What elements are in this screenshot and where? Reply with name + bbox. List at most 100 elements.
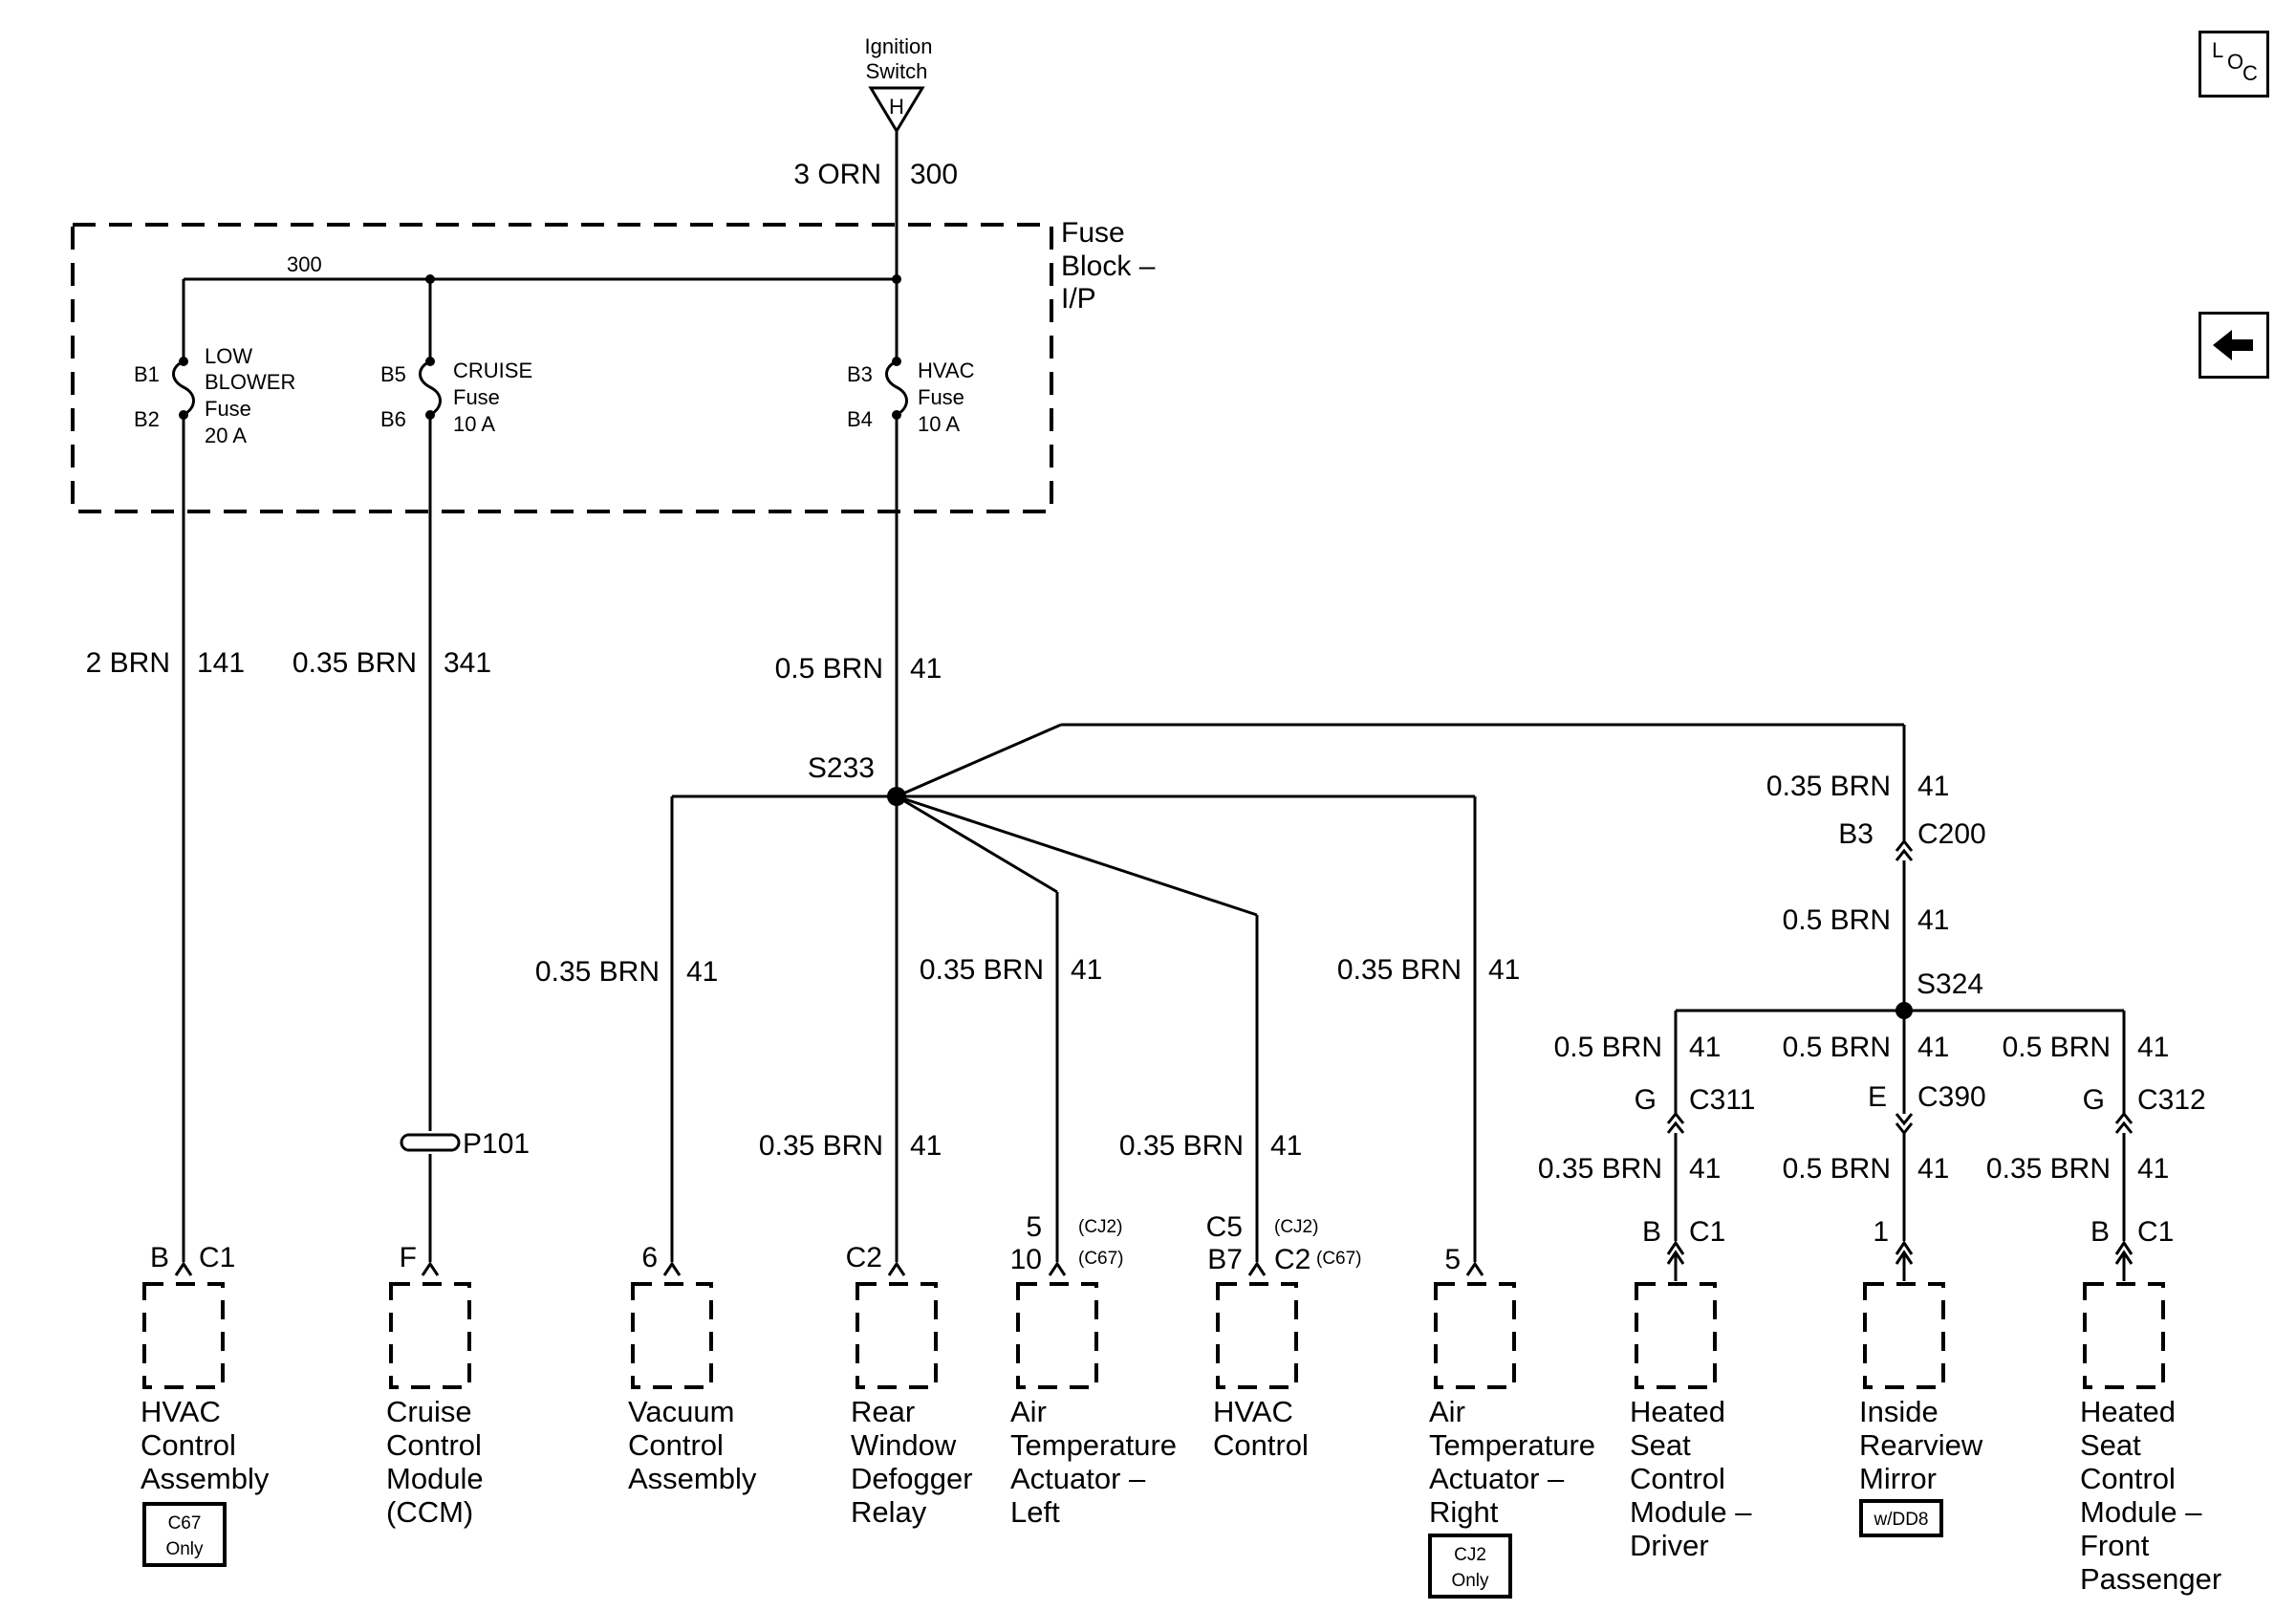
svg-text:Seat: Seat	[2080, 1428, 2141, 1462]
svg-text:0.35 BRN: 0.35 BRN	[1119, 1130, 1244, 1162]
svg-text:Control: Control	[628, 1428, 724, 1462]
svg-text:1: 1	[1873, 1216, 1889, 1248]
svg-text:Control: Control	[386, 1428, 482, 1462]
svg-text:C1: C1	[1689, 1216, 1725, 1248]
svg-text:41: 41	[1917, 1153, 1949, 1185]
svg-text:C2: C2	[1274, 1244, 1310, 1275]
svg-text:0.5 BRN: 0.5 BRN	[775, 653, 883, 685]
svg-text:(CJ2): (CJ2)	[1078, 1217, 1122, 1237]
fuse-block-label-1: Fuse	[1061, 217, 1125, 249]
svg-text:Control: Control	[2080, 1462, 2176, 1495]
svg-text:Vacuum: Vacuum	[628, 1395, 734, 1428]
back-button[interactable]	[2199, 312, 2269, 379]
svg-text:Rearview: Rearview	[1859, 1428, 1983, 1462]
component-vacuum-control-assembly: Vacuum Control Assembly	[628, 1395, 757, 1495]
splice-s324-label: S324	[1917, 968, 1983, 1000]
svg-text:Driver: Driver	[1630, 1529, 1709, 1562]
svg-text:CRUISE: CRUISE	[453, 359, 532, 382]
svg-text:Module –: Module –	[2080, 1495, 2202, 1529]
ignition-label-line1: Ignition	[865, 34, 933, 58]
svg-text:141: 141	[197, 647, 245, 679]
component-terminals	[174, 1240, 2134, 1281]
svg-text:Control: Control	[1630, 1462, 1725, 1495]
svg-text:F: F	[400, 1242, 417, 1273]
svg-text:B: B	[1642, 1216, 1661, 1248]
svg-text:Left: Left	[1010, 1495, 1060, 1529]
svg-text:Only: Only	[1451, 1571, 1489, 1591]
component-hvac-control-assembly: HVAC Control Assembly C67 Only	[141, 1395, 270, 1567]
svg-text:41: 41	[686, 956, 718, 988]
svg-text:Fuse: Fuse	[453, 385, 500, 409]
svg-text:C5: C5	[1206, 1211, 1243, 1243]
svg-text:Assembly: Assembly	[628, 1462, 757, 1495]
component-heated-seat-driver: Heated Seat Control Module – Driver	[1630, 1395, 1752, 1562]
svg-text:Heated: Heated	[2080, 1395, 2176, 1428]
svg-text:0.5 BRN: 0.5 BRN	[1783, 1153, 1891, 1185]
svg-text:(C67): (C67)	[1316, 1249, 1362, 1269]
svg-text:0.35 BRN: 0.35 BRN	[535, 956, 660, 988]
svg-text:Fuse: Fuse	[918, 385, 964, 409]
svg-text:41: 41	[1917, 904, 1949, 936]
svg-text:0.35 BRN: 0.35 BRN	[1766, 771, 1891, 802]
fuse-block-label-2: Block –	[1061, 250, 1156, 282]
svg-text:HVAC: HVAC	[141, 1395, 221, 1428]
svg-text:41: 41	[2137, 1032, 2169, 1063]
svg-text:0.5 BRN: 0.5 BRN	[1783, 1032, 1891, 1063]
svg-text:2 BRN: 2 BRN	[86, 647, 170, 679]
svg-text:B: B	[2090, 1216, 2110, 1248]
svg-text:Only: Only	[165, 1539, 204, 1559]
svg-text:Rear: Rear	[851, 1395, 915, 1428]
component-cruise-control-module: Cruise Control Module (CCM)	[386, 1395, 484, 1529]
fuse-block-outline	[71, 223, 1053, 513]
svg-text:Inside: Inside	[1859, 1395, 1939, 1428]
ignition-switch-symbol: H Ignition Switch	[865, 34, 933, 134]
loc-letter-c: C	[2242, 61, 2258, 85]
svg-text:Control: Control	[141, 1428, 236, 1462]
svg-text:Module –: Module –	[1630, 1495, 1752, 1529]
svg-text:6: 6	[641, 1242, 658, 1273]
svg-text:B1: B1	[134, 362, 160, 386]
location-button[interactable]: L O C	[2199, 31, 2269, 98]
feed-circuit: 300	[910, 159, 958, 190]
svg-text:Assembly: Assembly	[141, 1462, 270, 1495]
c390-name: C390	[1917, 1081, 1986, 1113]
svg-text:Defogger: Defogger	[851, 1462, 973, 1495]
svg-text:10 A: 10 A	[918, 412, 960, 436]
component-inside-rearview-mirror: Inside Rearview Mirror w/DD8	[1859, 1395, 1983, 1537]
fuse-cruise: B5 B6 CRUISE Fuse 10 A	[380, 359, 532, 436]
svg-text:Temperature: Temperature	[1429, 1428, 1595, 1462]
svg-text:0.5 BRN: 0.5 BRN	[1783, 904, 1891, 936]
fuse-hvac: B3 B4 HVAC Fuse 10 A	[847, 359, 975, 436]
bus-circuit: 300	[287, 252, 322, 276]
loc-letter-l: L	[2212, 38, 2224, 62]
component-pins: B C1 F 6 C2 5 10 (CJ2) (C67) C5 B7 C2 (C…	[150, 1211, 2174, 1275]
svg-text:w/DD8: w/DD8	[1873, 1510, 1928, 1530]
svg-text:Right: Right	[1429, 1495, 1499, 1529]
svg-text:Seat: Seat	[1630, 1428, 1691, 1462]
c312-name: C312	[2137, 1084, 2206, 1116]
svg-text:0.35 BRN: 0.35 BRN	[1337, 954, 1462, 986]
c200-pin: B3	[1838, 818, 1874, 850]
svg-text:0.35 BRN: 0.35 BRN	[759, 1130, 883, 1162]
p101-name: P101	[463, 1128, 530, 1160]
fuse-low-blower: B1 B2 LOW BLOWER Fuse 20 A	[134, 344, 295, 447]
ignition-terminal: H	[889, 95, 904, 119]
inline-connector-symbols	[400, 838, 2134, 1152]
svg-text:BLOWER: BLOWER	[205, 370, 295, 394]
wire-labels: 2 BRN 141 0.35 BRN 341 0.5 BRN 41 0.35 B…	[86, 647, 2170, 1185]
svg-text:Window: Window	[851, 1428, 957, 1462]
left-arrow-icon	[2213, 330, 2253, 360]
c312-pin: G	[2083, 1084, 2105, 1116]
svg-text:41: 41	[1689, 1032, 1721, 1063]
fuse-block-label-3: I/P	[1061, 283, 1096, 315]
svg-text:(C67): (C67)	[1078, 1249, 1124, 1269]
svg-text:HVAC: HVAC	[1213, 1395, 1293, 1428]
c390-pin: E	[1868, 1081, 1887, 1113]
c200-name: C200	[1917, 818, 1986, 850]
svg-text:C67: C67	[168, 1513, 202, 1534]
component-air-temp-actuator-right: Air Temperature Actuator – Right CJ2 Onl…	[1428, 1395, 1595, 1599]
junction-dots	[179, 274, 1913, 1019]
svg-text:Relay: Relay	[851, 1495, 927, 1529]
svg-text:Passenger: Passenger	[2080, 1562, 2221, 1596]
svg-text:(CCM): (CCM)	[386, 1495, 473, 1529]
